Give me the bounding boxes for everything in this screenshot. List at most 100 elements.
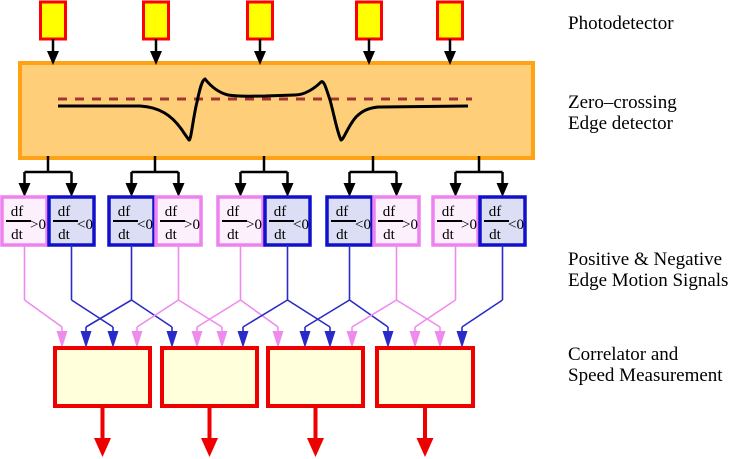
fraction-numerator: df bbox=[227, 204, 240, 220]
wire-diagonal bbox=[287, 299, 331, 328]
correlator-input-arrow-head bbox=[56, 331, 68, 348]
photodetector-4 bbox=[355, 0, 383, 65]
fraction-denominator: dt bbox=[489, 227, 502, 243]
sign-label: >0 bbox=[402, 217, 418, 233]
photodetector-box bbox=[355, 0, 383, 41]
wire-diagonal bbox=[131, 299, 173, 328]
positive-edge-wire bbox=[346, 245, 446, 348]
wire-diagonal bbox=[240, 299, 279, 328]
photodetector-signal-waveform bbox=[58, 77, 469, 142]
detector-arrow-head bbox=[150, 51, 162, 65]
wire-diagonal bbox=[304, 299, 350, 328]
wire-diagonal bbox=[414, 299, 456, 328]
fraction-numerator: df bbox=[489, 204, 502, 220]
photodetector-1 bbox=[39, 0, 67, 65]
wire-diagonal bbox=[461, 299, 503, 328]
edge-box-positive-5: df dt >0 bbox=[431, 195, 480, 247]
wire-diagonal bbox=[196, 299, 241, 328]
correlator-frame bbox=[266, 346, 365, 408]
wire-diagonal bbox=[136, 299, 179, 328]
speed-output-arrow-head bbox=[201, 438, 218, 457]
correlator-box-2 bbox=[160, 346, 259, 457]
correlator-input-arrow-head bbox=[382, 331, 394, 348]
fraction-numerator: df bbox=[383, 204, 396, 220]
fraction-denominator: dt bbox=[11, 227, 24, 243]
positive-edge-wire bbox=[131, 245, 228, 348]
fraction-denominator: dt bbox=[383, 227, 396, 243]
wire-diagonal bbox=[178, 299, 223, 328]
photodetector-box bbox=[246, 0, 274, 41]
detector-arrow-head bbox=[363, 51, 375, 65]
negative-edge-wire bbox=[237, 245, 336, 348]
fraction-denominator: dt bbox=[336, 227, 349, 243]
edge-box-negative-4: df dt <0 bbox=[325, 195, 374, 247]
positive-edge-wire bbox=[409, 245, 457, 348]
fraction-numerator: df bbox=[11, 204, 24, 220]
fraction-denominator: dt bbox=[165, 227, 178, 243]
sign-label: >0 bbox=[246, 217, 262, 233]
correlator-input-arrow-head bbox=[131, 331, 143, 348]
wire-diagonal bbox=[396, 299, 441, 328]
sign-label: <0 bbox=[355, 217, 371, 233]
band-output-tap-2 bbox=[125, 156, 185, 197]
sign-label: <0 bbox=[77, 217, 93, 233]
negative-edge-wire bbox=[456, 245, 504, 348]
correlator-input-arrow-head bbox=[456, 331, 468, 348]
fraction-denominator: dt bbox=[274, 227, 287, 243]
correlator-box-3 bbox=[266, 346, 365, 457]
negative-edge-wire bbox=[70, 245, 119, 348]
photodetector-2 bbox=[142, 0, 170, 65]
wire-diagonal bbox=[349, 299, 389, 328]
negative-edge-wire bbox=[299, 245, 394, 348]
fraction-denominator: dt bbox=[118, 227, 131, 243]
fraction-numerator: df bbox=[274, 204, 287, 220]
detector-arrow-head bbox=[444, 51, 456, 65]
correlator-input-arrow-head bbox=[272, 331, 284, 348]
wire-diagonal bbox=[351, 299, 397, 328]
wire-diagonal bbox=[24, 299, 63, 328]
sign-label: >0 bbox=[30, 217, 46, 233]
edge-box-positive-1: df dt >0 bbox=[0, 195, 49, 247]
detector-arrow-head bbox=[254, 51, 266, 65]
label-line: Edge detector bbox=[568, 113, 673, 134]
band-output-tap-5 bbox=[449, 156, 509, 197]
tap-branch-arrow-head bbox=[496, 183, 509, 197]
sign-label: >0 bbox=[461, 217, 477, 233]
correlator-box-4 bbox=[375, 346, 475, 457]
band-output-tap-1 bbox=[18, 156, 78, 197]
band-output-tap-4 bbox=[343, 156, 403, 197]
tap-branch-arrow-head bbox=[281, 183, 294, 197]
sign-label: <0 bbox=[137, 217, 153, 233]
fraction-numerator: df bbox=[336, 204, 349, 220]
fraction-numerator: df bbox=[442, 204, 455, 220]
wire-diagonal bbox=[85, 299, 132, 328]
label-line: Photodetector bbox=[568, 13, 674, 34]
tap-branch-arrow-head bbox=[449, 183, 462, 197]
wire-diagonal bbox=[242, 299, 288, 328]
label-line: Speed Measurement bbox=[568, 365, 723, 386]
fraction-denominator: dt bbox=[442, 227, 455, 243]
speed-output-arrow-head bbox=[94, 438, 111, 457]
correlator-input-arrow-head bbox=[107, 331, 119, 348]
speed-output-arrow-head bbox=[416, 438, 434, 457]
speed-output-arrow-head bbox=[307, 438, 324, 457]
correlator-input-arrow-head bbox=[434, 331, 446, 348]
label-line: Edge Motion Signals bbox=[568, 270, 729, 291]
tap-branch-arrow-head bbox=[18, 183, 31, 197]
edge-detector-band bbox=[18, 61, 535, 160]
correlator-input-arrow-head bbox=[216, 331, 228, 348]
label-line: Positive & Negative bbox=[568, 249, 723, 270]
correlator-input-arrow-head bbox=[166, 331, 178, 348]
label-photodetector: Photodetector bbox=[568, 13, 674, 34]
fraction-numerator: df bbox=[165, 204, 178, 220]
correlator-input-arrow-head bbox=[80, 331, 92, 348]
photodetector-box bbox=[39, 0, 67, 41]
band-output-tap-3 bbox=[234, 156, 294, 197]
fraction-numerator: df bbox=[58, 204, 71, 220]
